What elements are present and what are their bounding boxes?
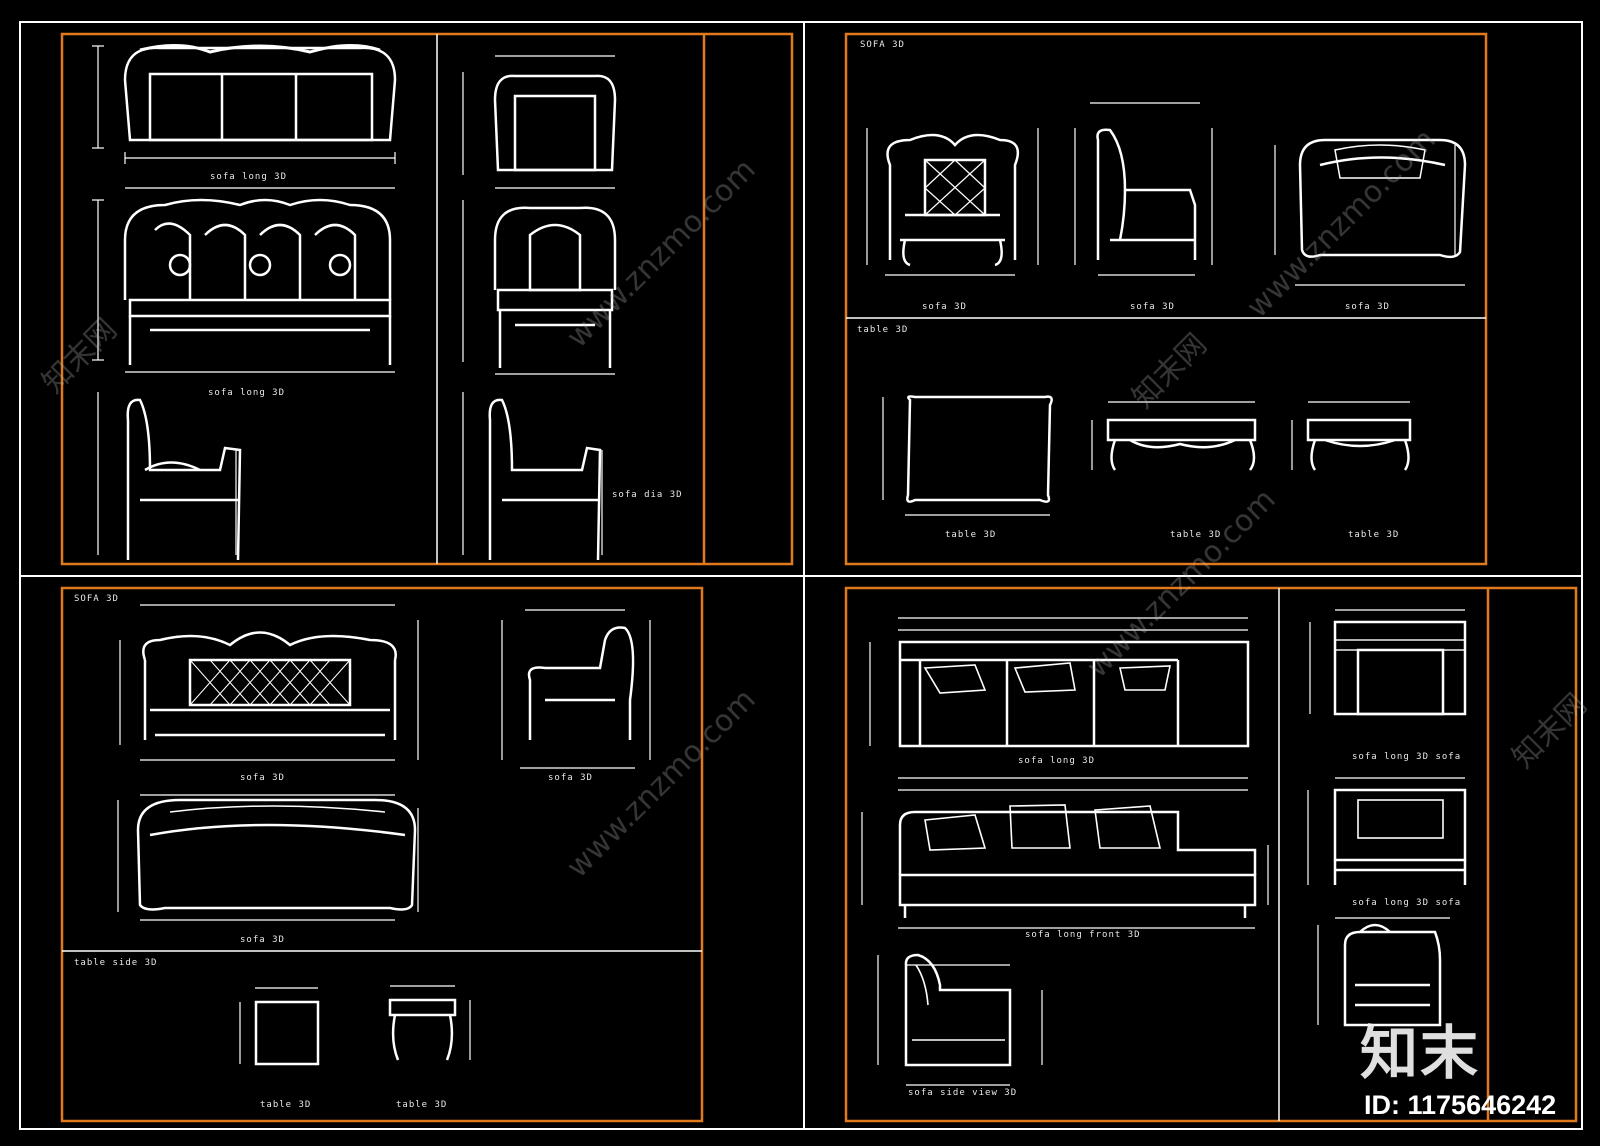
label-br-side: sofa side view 3D	[908, 1088, 1018, 1098]
label-tl-top-front: sofa long 3D	[210, 172, 288, 182]
label-br-single-plan: sofa long 3D sofa	[1352, 752, 1462, 762]
label-br-single-front: sofa long 3D sofa	[1352, 898, 1462, 908]
label-tr-table-plan: table 3D	[945, 530, 997, 540]
label-br-front: sofa long front 3D	[1025, 930, 1141, 940]
brand-logo: 知末	[1360, 1019, 1481, 1087]
sheet-border-tr	[844, 32, 1488, 566]
sheet-border-tl	[60, 32, 794, 566]
label-bl-side: sofa 3D	[548, 773, 593, 783]
label-bl-stool-front: table 3D	[396, 1100, 448, 1110]
bl-drawings	[136, 626, 635, 1066]
label-bl-stool-plan: table 3D	[260, 1100, 312, 1110]
sheet-border-br	[844, 586, 1578, 1123]
tl-drawings	[123, 43, 617, 561]
tr-drawings	[886, 128, 1467, 503]
label-tr-table-front: table 3D	[1170, 530, 1222, 540]
label-tr-table-side: table 3D	[1348, 530, 1400, 540]
label-tl-mid-front: sofa long 3D	[208, 388, 286, 398]
label-br-plan: sofa long 3D	[1018, 756, 1096, 766]
label-tl-single-side: sofa dia 3D	[612, 490, 683, 500]
label-bl-title: SOFA 3D	[74, 594, 119, 604]
sheet-border-bl	[60, 586, 704, 1123]
label-tr-title: SOFA 3D	[860, 40, 905, 50]
label-tr-side: sofa 3D	[1130, 302, 1175, 312]
label-bl-front: sofa 3D	[240, 773, 285, 783]
label-bl-plan: sofa 3D	[240, 935, 285, 945]
label-bl-section-title: table side 3D	[74, 958, 158, 968]
label-tr-plan: sofa 3D	[1345, 302, 1390, 312]
label-tr-front: sofa 3D	[922, 302, 967, 312]
label-tr-section-title: table 3D	[857, 325, 909, 335]
br-drawings	[898, 620, 1467, 1067]
image-id: ID: 1175646242	[1364, 1090, 1557, 1120]
